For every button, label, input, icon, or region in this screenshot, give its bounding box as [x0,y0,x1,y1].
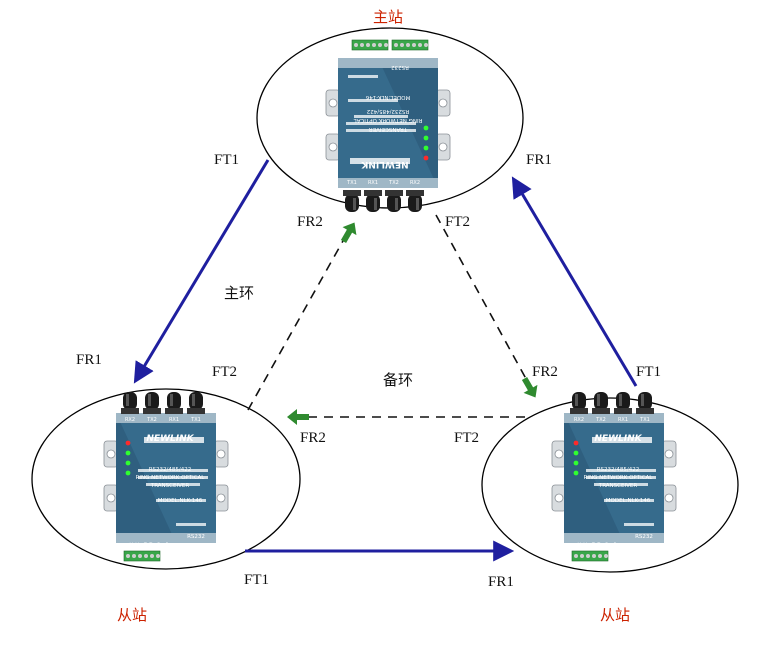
left-device-line1: RS232/485/422 [149,467,192,473]
slave-right-station-circle [481,397,739,573]
left-device-terminal: V- V+ T- T+ R+ R- [130,542,171,548]
green-arrow-up-icon [340,222,357,244]
slave-left-device: RX2 TX2 RX1 TX1 NEWLINK RS232/485/422 RI… [103,392,229,562]
right-device-terminal: V- V+ T- T+ R+ R- [578,542,619,548]
master-port-label-3: TX2 [388,180,399,186]
right-device-line3: TRANSCEIVER [598,483,638,489]
master-device-line2: RING NETWORK OPTICAL [353,117,423,123]
left-device-brand: NEWLINK [146,434,194,444]
main-ring-label: 主环 [224,284,255,302]
right-port-label-3: RX1 [618,417,628,423]
port-label-ft2-right: FT2 [454,430,480,446]
left-port-label-2: TX2 [146,417,157,423]
master-device-model: MODEL:NLK-146 [365,94,410,100]
right-device-model: MODEL:NLK-146 [606,498,651,504]
port-label-ft1-master: FT1 [214,152,240,168]
port-label-ft1-left: FT1 [244,572,270,588]
right-port-label-2: TX2 [595,417,606,423]
left-device-interface: RS232 [187,534,205,540]
port-label-fr2-left: FR2 [300,430,326,446]
master-port-label-1: TX1 [346,180,357,186]
master-port-label-4: RX2 [410,180,420,186]
slave-left-station-label: 从站 [117,606,148,624]
left-device-line3: TRANSCEIVER [150,483,190,489]
backup-ring-link-master-to-right [435,214,531,387]
port-label-fr2-right: FR2 [532,364,558,380]
backup-ring-label: 备环 [383,371,414,389]
port-label-ft2-master: FT2 [445,214,471,230]
master-device-brand: NEWLINK [360,159,408,169]
left-port-label-3: RX1 [169,417,179,423]
master-station-label: 主站 [373,8,404,26]
left-device-model: MODEL:NLK-146 [158,498,203,504]
main-ring-link-master-to-left [133,159,270,384]
master-device: RS232/485/422 RING NETWORK OPTICAL TRANS… [325,39,451,212]
slave-right-device: RX2 TX2 RX1 TX1 NEWLINK RS232/485/422 RI… [551,392,677,562]
right-device-line1: RS232/485/422 [597,467,640,473]
port-label-fr1-left: FR1 [76,352,102,368]
master-device-interface: RS232 [391,64,409,70]
green-arrow-down-icon [521,376,538,398]
slave-right-station-label: 从站 [600,606,631,624]
left-port-label-4: TX1 [190,417,201,423]
port-label-ft1-right: FT1 [636,364,662,380]
left-port-label-1: RX2 [125,417,135,423]
master-device-line1: RS232/485/422 [367,108,410,114]
right-port-label-4: TX1 [639,417,650,423]
right-port-label-1: RX2 [574,417,584,423]
port-label-ft2-left: FT2 [212,364,238,380]
master-port-label-2: RX1 [368,180,378,186]
port-label-fr1-master: FR1 [526,152,552,168]
backup-ring-link-left-to-master [247,231,349,411]
slave-left-station-circle [31,388,301,570]
main-ring-link-right-to-master [511,176,638,387]
port-label-fr1-right: FR1 [488,574,514,590]
left-device-line2: RING NETWORK OPTICAL [136,475,206,481]
right-device-line2: RING NETWORK OPTICAL [584,475,654,481]
right-device-brand: NEWLINK [594,434,642,444]
green-arrow-left-icon [287,409,309,425]
master-device-line3: TRANSCEIVER [369,126,409,132]
port-label-fr2-master: FR2 [297,214,323,230]
right-device-interface: RS232 [635,534,653,540]
